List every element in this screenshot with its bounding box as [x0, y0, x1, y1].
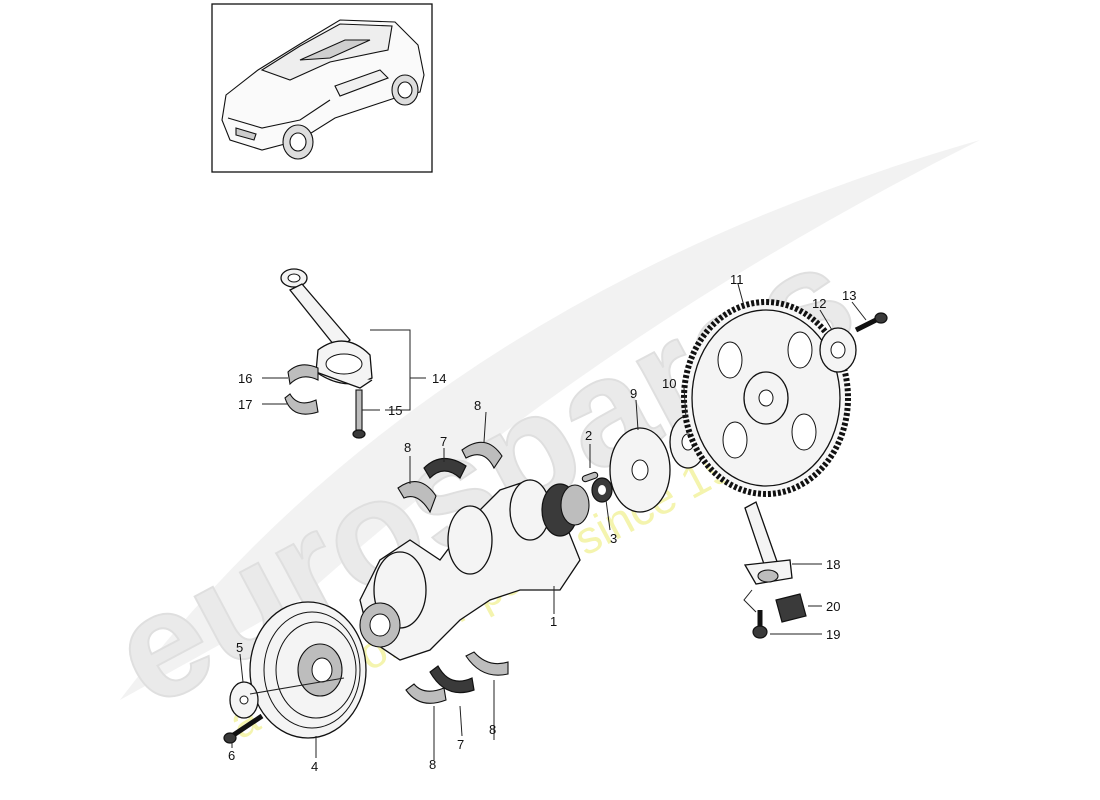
suv-vehicle-icon: [221, 19, 425, 160]
callout-8-lower-right: 8: [489, 722, 496, 737]
callout-20: 20: [826, 599, 840, 614]
leader-lines: [231, 283, 867, 760]
callout-11: 11: [730, 272, 744, 287]
callout-6: 6: [228, 748, 235, 763]
callout-7-lower: 7: [457, 737, 464, 752]
rod-bolt: [352, 389, 366, 439]
callout-8-upper-left: 8: [404, 440, 411, 455]
callout-4: 4: [311, 759, 318, 774]
main-bearing-lower: [405, 651, 509, 704]
rod-bearing-shells: [284, 364, 319, 415]
callout-5: 5: [236, 640, 243, 655]
flywheel-bolt: [854, 312, 888, 333]
speed-sensor: [743, 501, 793, 585]
crankshaft: [359, 479, 590, 661]
watermark-swoosh: [120, 140, 980, 700]
callout-8-upper-right: 8: [474, 398, 481, 413]
callout-7-upper: 7: [440, 434, 447, 449]
callout-1: 1: [550, 614, 557, 629]
vibration-damper: [249, 601, 367, 739]
flywheel-washer: [819, 327, 857, 373]
main-bearing-upper: [397, 441, 503, 514]
connecting-rod: [280, 268, 373, 389]
spacer-ring: [591, 477, 613, 503]
sensor-bolt: [752, 610, 768, 639]
bracket-14: [370, 329, 411, 411]
dowel-pin: [581, 471, 599, 483]
callout-18: 18: [826, 557, 840, 572]
callout-9: 9: [630, 386, 637, 401]
watermark: eurospares a passion for parts since 198…: [85, 140, 980, 749]
sensor-cap: [775, 593, 807, 623]
callout-labels: 1 2 3 4 5 6 7 7 8 8 8 8 9 10 11 12 13 14…: [228, 272, 856, 774]
callout-10: 10: [662, 376, 676, 391]
vehicle-inset: [211, 3, 433, 173]
callout-16: 16: [238, 371, 252, 386]
callout-17: 17: [238, 397, 252, 412]
callout-14: 14: [432, 371, 446, 386]
drive-plate: [609, 427, 671, 513]
callout-2: 2: [585, 428, 592, 443]
callout-19: 19: [826, 627, 840, 642]
callout-8-lower-left: 8: [429, 757, 436, 772]
damper-bolt: [223, 713, 264, 744]
callout-13: 13: [842, 288, 856, 303]
callout-15: 15: [388, 403, 402, 418]
callout-3: 3: [610, 531, 617, 546]
callout-12: 12: [812, 296, 826, 311]
flywheel: [681, 299, 851, 497]
damper-washer: [229, 681, 259, 719]
